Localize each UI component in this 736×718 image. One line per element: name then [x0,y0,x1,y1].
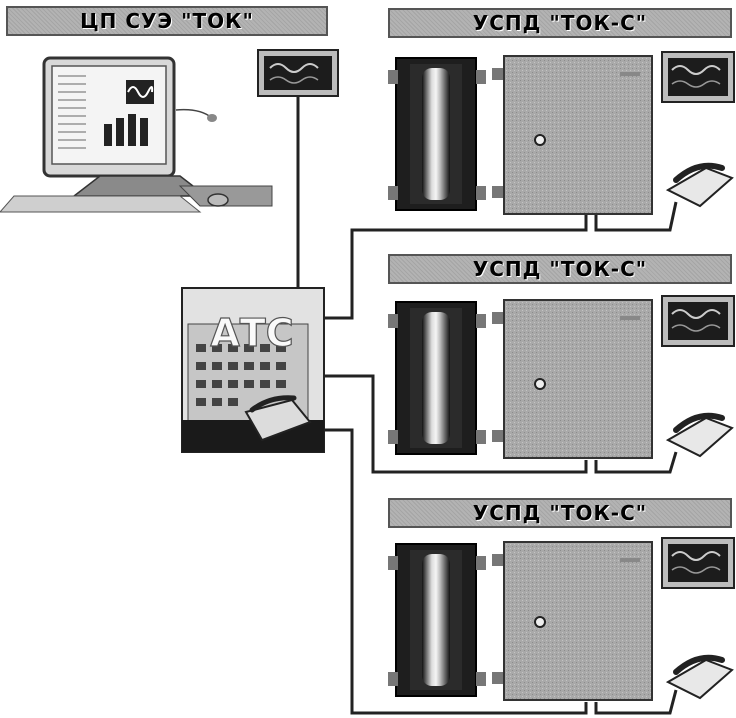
controller-cabinet [492,56,652,214]
telephone-icon [668,416,732,456]
cabinet-lock [535,379,545,389]
substation-3 [388,538,734,700]
meter-rack [388,58,486,210]
central-computer [0,58,272,212]
modem [662,296,734,346]
central-modem [258,50,338,96]
cabinet-lock [535,617,545,627]
cabinet-lock [535,135,545,145]
mouse [208,194,228,206]
substation-1 [388,52,734,214]
controller-cabinet [492,300,652,458]
modem [662,52,734,102]
modem [662,538,734,588]
substation-2 [388,296,734,458]
exchange-label: АТС [210,311,293,355]
keyboard [0,196,200,212]
controller-cabinet [492,542,652,700]
meter-rack [388,544,486,696]
telephone-icon [668,658,732,698]
meter-rack [388,302,486,454]
screen-waveform-panel [126,80,154,104]
telephone-icon [668,166,732,206]
